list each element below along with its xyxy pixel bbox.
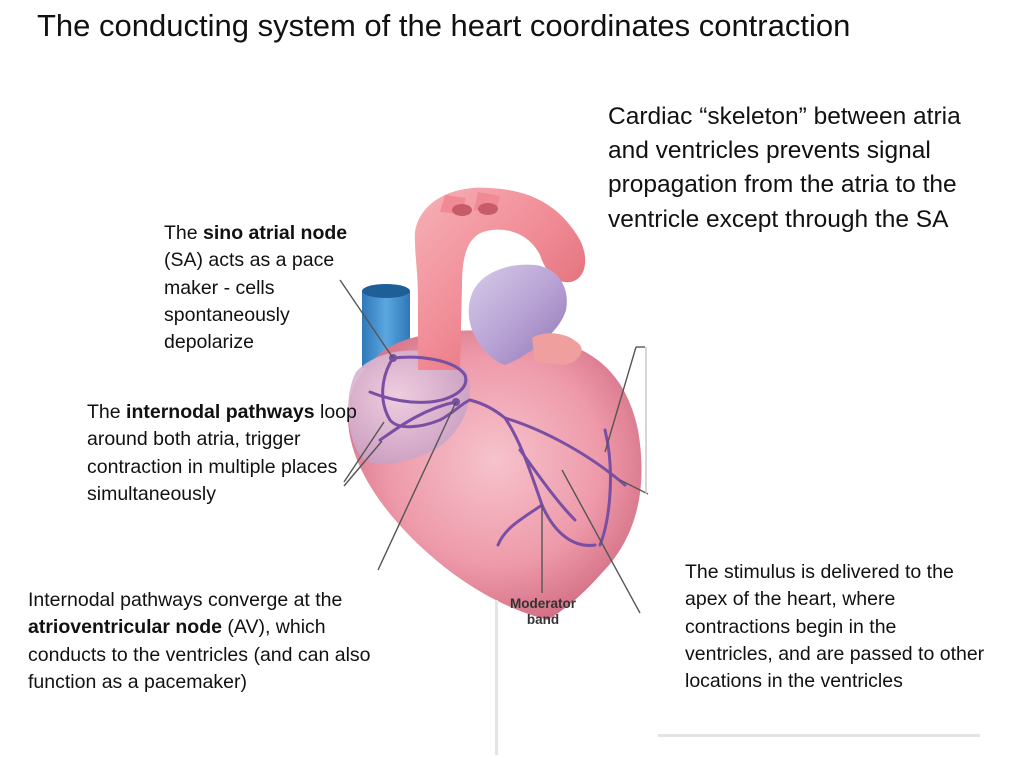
internodal-term: internodal pathways	[126, 401, 315, 423]
sa-term: sino atrial node	[203, 222, 347, 244]
internodal-callout: The internodal pathways loop around both…	[87, 399, 362, 508]
apex-callout: The stimulus is delivered to the apex of…	[685, 559, 985, 695]
sa-description: (SA) acts as a pace maker - cells sponta…	[164, 249, 334, 353]
callout-shadow	[658, 734, 980, 737]
moderator-band-line2: band	[498, 612, 588, 628]
sa-node-callout: The sino atrial node (SA) acts as a pace…	[164, 220, 379, 356]
sa-prefix: The	[164, 222, 203, 244]
internodal-prefix: The	[87, 401, 126, 423]
av-prefix: Internodal pathways converge at the	[28, 589, 342, 611]
av-node-callout: Internodal pathways converge at the atri…	[28, 587, 408, 696]
moderator-band-line1: Moderator	[498, 596, 588, 612]
cardiac-skeleton-callout: Cardiac “skeleton” between atria and ven…	[608, 100, 973, 237]
av-term: atrioventricular node	[28, 616, 222, 638]
left-auricle	[532, 333, 582, 365]
